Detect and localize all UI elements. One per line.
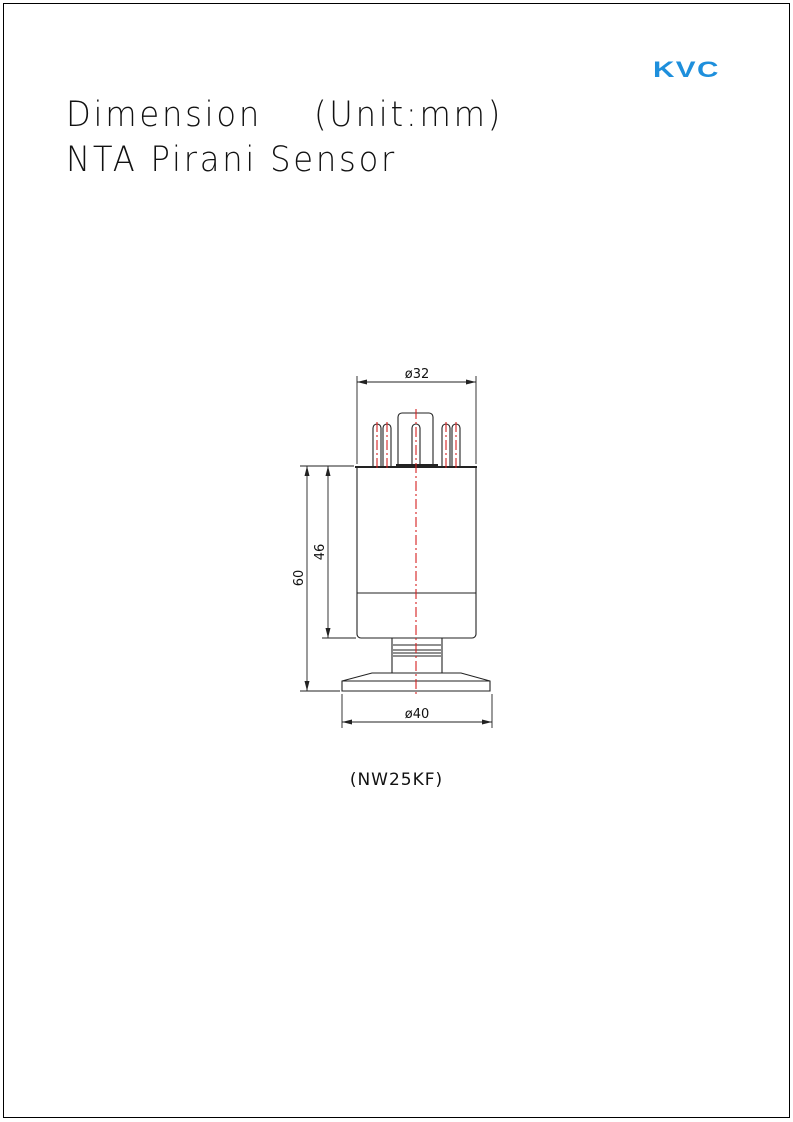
dim-top-diameter: ø32	[405, 367, 430, 382]
drawing-title: Dimension (Unit:mm)	[66, 95, 504, 135]
dim-total-height: 60	[292, 570, 307, 587]
flange-neck	[391, 638, 443, 673]
drawing-subtitle: NTA Pirani Sensor	[66, 140, 398, 180]
dim-body-height: 46	[313, 544, 328, 561]
centerlines	[376, 409, 457, 697]
drawing-frame	[3, 3, 790, 1118]
dim-bottom-diameter: ø40	[405, 707, 430, 722]
dimension-lines	[300, 376, 493, 728]
flange-type-caption: (NW25KF)	[349, 770, 444, 790]
kvc-logo: KVC	[653, 57, 720, 82]
